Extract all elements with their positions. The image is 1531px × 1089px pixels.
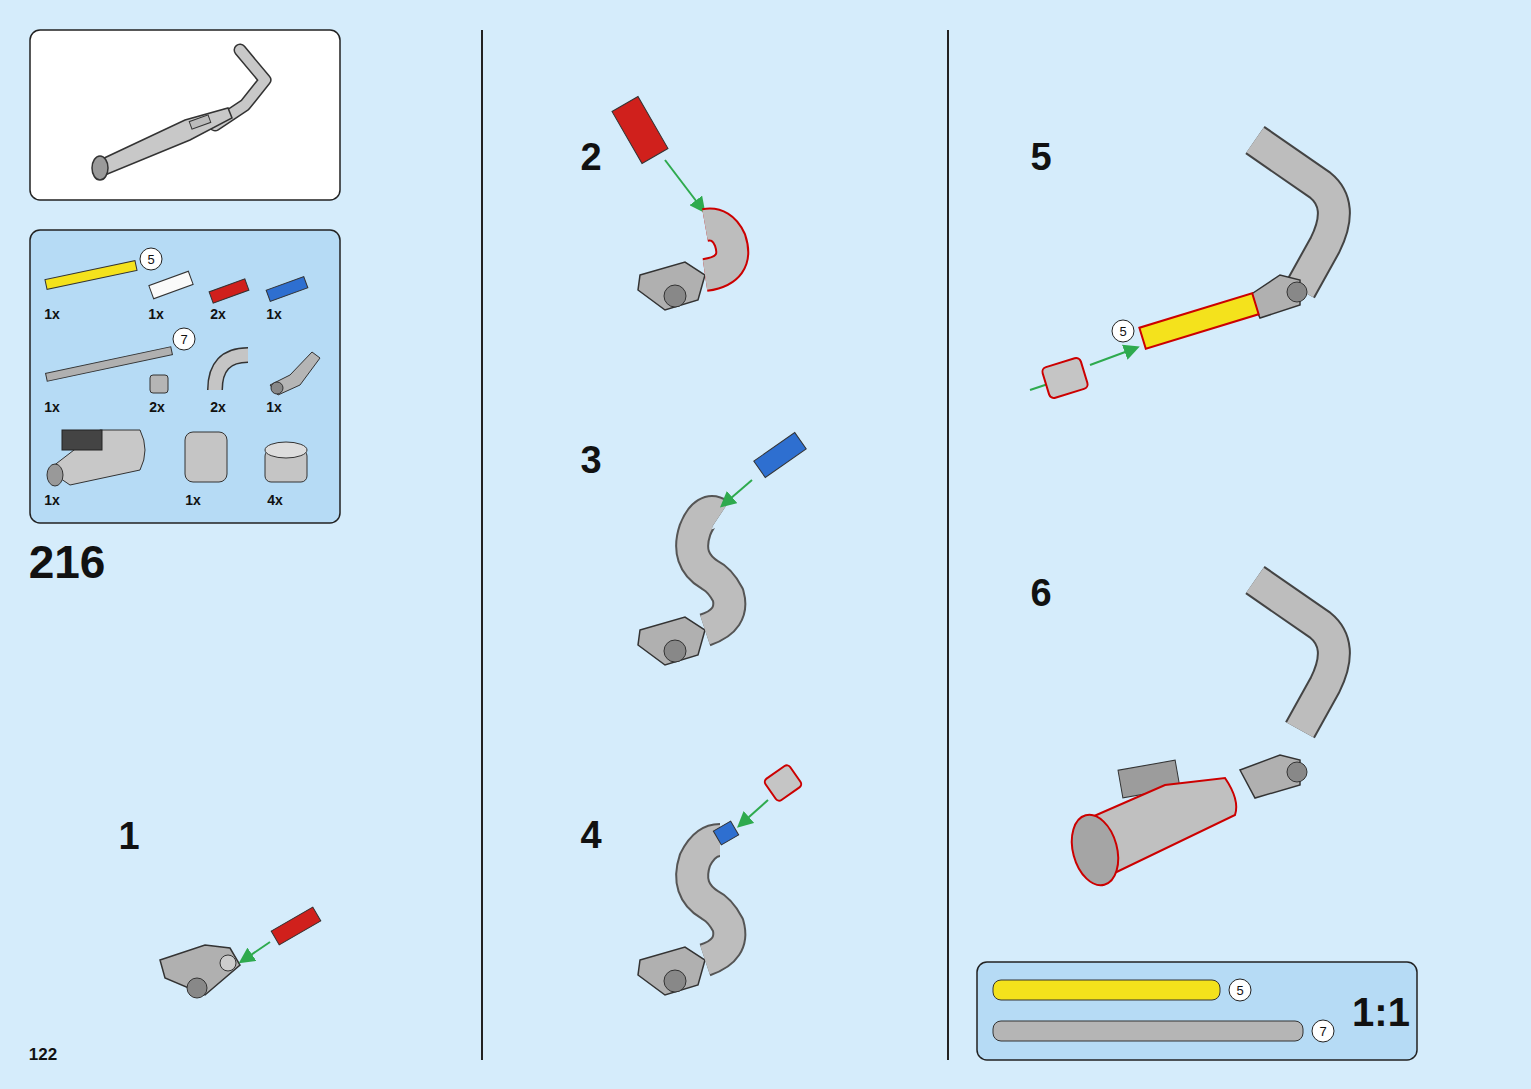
part-quantity: 1x — [266, 400, 282, 414]
step-number: 2 — [580, 138, 601, 176]
step-number: 5 — [1030, 138, 1051, 176]
overview-exhaust — [92, 50, 265, 180]
part-quantity: 2x — [210, 307, 226, 321]
part-quantity: 1x — [44, 493, 60, 507]
part-quantity: 1x — [148, 307, 164, 321]
step-6-illustration — [1064, 580, 1333, 890]
part-quantity: 4x — [267, 493, 283, 507]
callout-number: 7 — [1319, 1025, 1326, 1038]
scale-ruler — [993, 979, 1334, 1042]
step-3-illustration — [638, 432, 806, 665]
step-number: 3 — [580, 441, 601, 479]
page-frames — [30, 30, 1417, 1060]
step-5-illustration — [1030, 140, 1334, 399]
part-quantity: 1x — [266, 307, 282, 321]
part-quantity: 2x — [210, 400, 226, 414]
callout-number: 5 — [1236, 984, 1243, 997]
callout-number: 5 — [147, 253, 154, 266]
step-number: 1 — [118, 817, 139, 855]
parts-list — [45, 248, 320, 486]
step-2-illustration — [612, 97, 732, 310]
callout-number: 5 — [1119, 325, 1126, 338]
part-quantity: 1x — [185, 493, 201, 507]
build-step-number: 216 — [29, 539, 106, 585]
page-number: 122 — [29, 1046, 57, 1063]
step-number: 6 — [1030, 574, 1051, 612]
part-quantity: 2x — [149, 400, 165, 414]
step-4-illustration — [638, 764, 803, 995]
scale-label: 1:1 — [1352, 992, 1410, 1032]
step-number: 4 — [580, 816, 601, 854]
step-1-illustration — [160, 907, 321, 998]
callout-number: 7 — [180, 333, 187, 346]
part-quantity: 1x — [44, 307, 60, 321]
part-quantity: 1x — [44, 400, 60, 414]
